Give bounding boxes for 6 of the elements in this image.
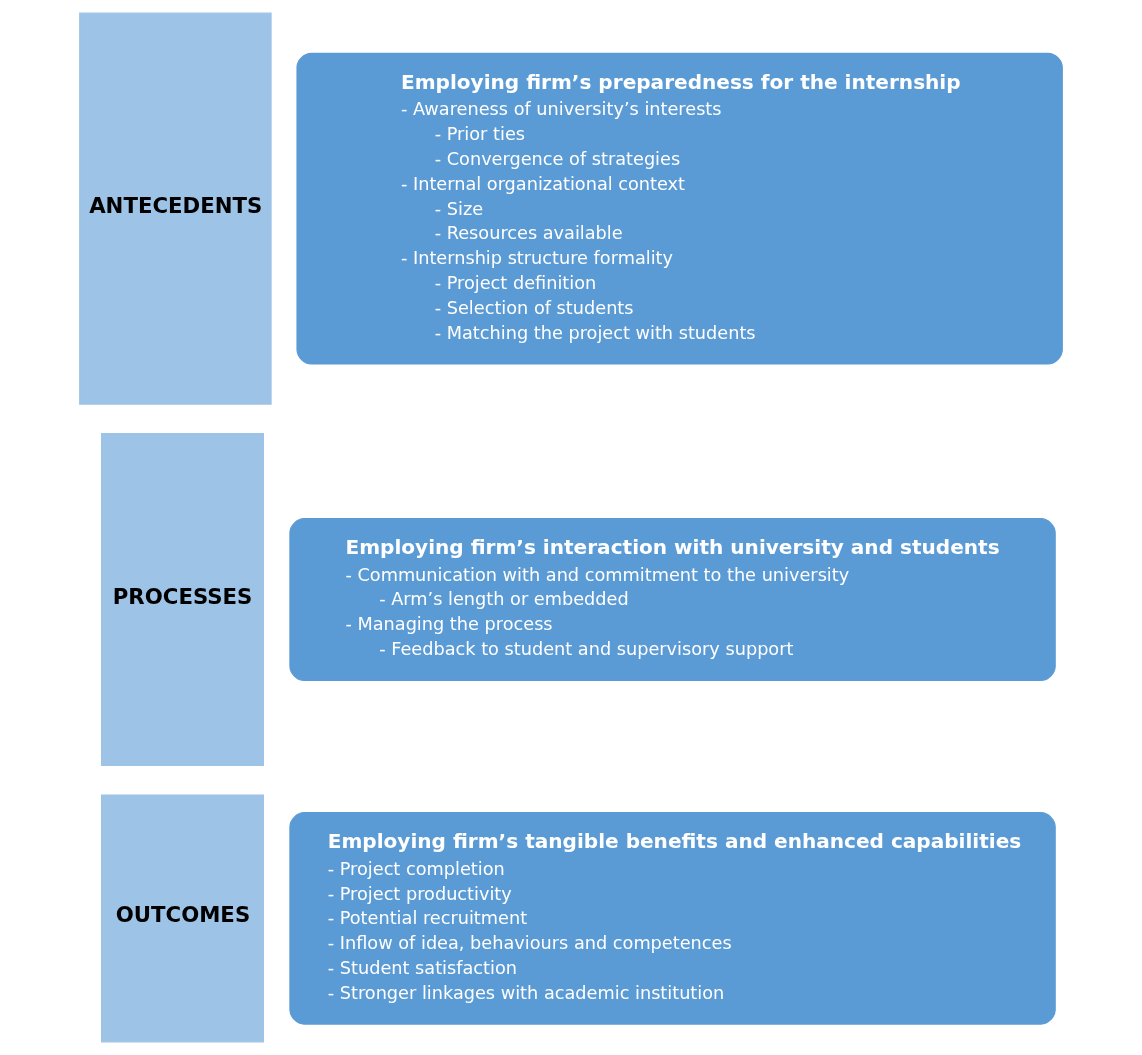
node-box: Employing firm’s tangible benefits and enhanced capabilities - Project completion - Project productivity - Potential recruitment - Inflow of idea, behaviours and competences - Student satisfaction - Stronger linkages with academic institution — [289, 812, 1056, 1025]
node-box: Employing firm’s preparedness for the internship - Awareness of university’s interests - Prior ties - Convergence of strategies - Internal organizational context - Size - Resources available - Internship structure formality - Project definition - Selection of students - Matching the project with students — [296, 52, 1063, 365]
node-box: PROCESSES — [100, 433, 264, 767]
node-box: ANTECEDENTS — [79, 12, 272, 405]
node-box: OUTCOMES — [100, 794, 264, 1043]
node-box: Employing firm’s interaction with university and students - Communication with and commitment to the university - Arm’s length or embedded - Managing the process - Feedback to student and supervisory support — [289, 518, 1056, 681]
